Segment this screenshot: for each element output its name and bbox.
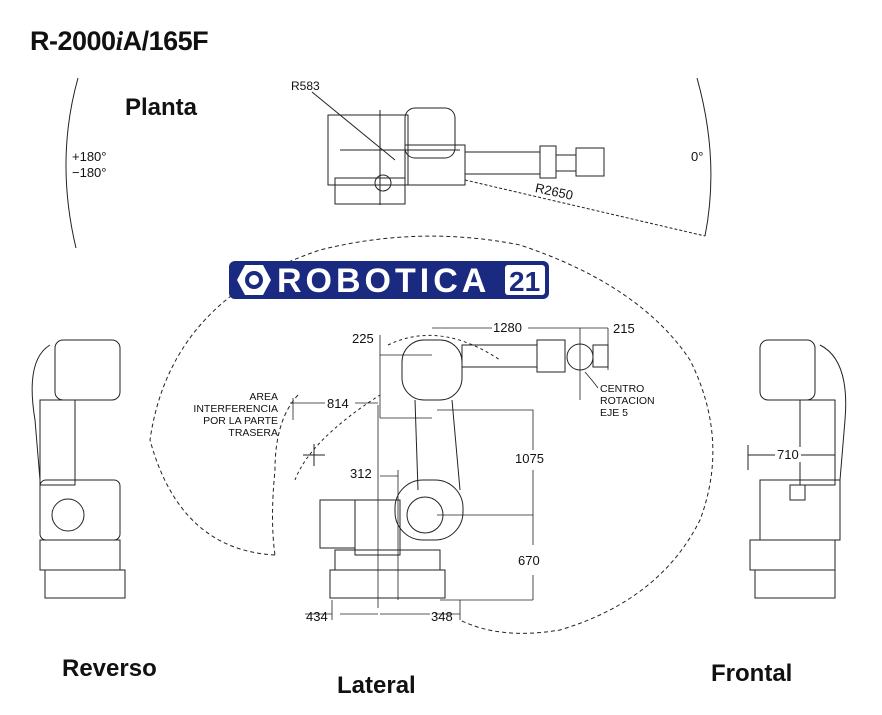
dim-814: 814: [327, 396, 349, 411]
lateral-dimensions: [290, 327, 609, 620]
dim-670: 670: [518, 553, 540, 568]
frontal-robot: [747, 339, 847, 599]
angle-zero: 0°: [691, 149, 704, 164]
cross-mark: [303, 444, 325, 466]
lateral-robot: [319, 339, 609, 599]
radius-r583: R583: [291, 79, 320, 93]
angle-minus-180: −180°: [72, 165, 107, 180]
lateral-rear-area: [272, 394, 299, 556]
planta-robot: [327, 107, 605, 205]
svg-text:21: 21: [509, 266, 540, 297]
view-label-planta: Planta: [125, 94, 198, 121]
page-title: R-2000iA/165F: [30, 26, 209, 56]
dim-1280: 1280: [493, 320, 522, 335]
robotica21-logo: ROBOTICA 21: [229, 259, 549, 301]
dim-1075: 1075: [515, 451, 544, 466]
view-label-lateral: Lateral: [337, 672, 416, 699]
planta-envelope-left-arc: [65, 77, 79, 249]
lateral-inner-arc: [294, 334, 501, 481]
planta-r583-leader: [311, 91, 396, 161]
planta-envelope-right-arc: [696, 77, 712, 237]
angle-plus-180: +180°: [72, 149, 107, 164]
dim-434: 434: [306, 609, 328, 624]
view-label-frontal: Frontal: [711, 660, 793, 687]
dim-215: 215: [613, 321, 635, 336]
reverso-robot: [31, 339, 126, 599]
dim-348: 348: [431, 609, 453, 624]
dim-225: 225: [352, 331, 374, 346]
dim-312: 312: [350, 466, 372, 481]
planta-r2650-line: [464, 179, 706, 237]
view-label-reverso: Reverso: [62, 655, 157, 682]
svg-text:ROBOTICA: ROBOTICA: [277, 262, 490, 300]
dim-710: 710: [775, 447, 801, 462]
